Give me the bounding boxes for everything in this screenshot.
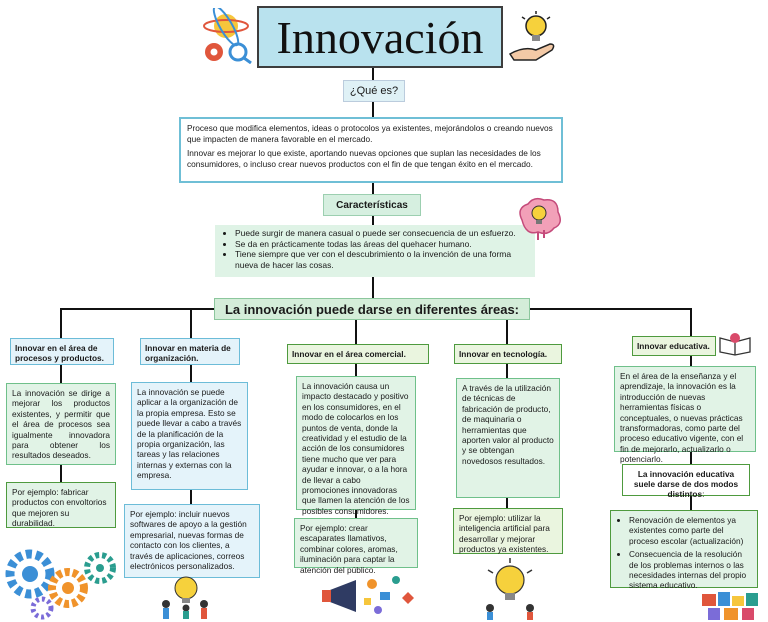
connector-que-def [372, 102, 374, 117]
educativa-modes-list: Renovación de elementos ya existentes co… [610, 510, 758, 591]
educativa-modes-title-text: La innovación educativa suele darse de d… [633, 469, 739, 499]
connector-features-areas [372, 277, 374, 298]
connector-tecnologia-body [506, 364, 508, 378]
educativa-body: En el área de la enseñanza y el aprendiz… [614, 366, 756, 464]
tecnologia-body: A través de la utilización de técnicas d… [456, 378, 560, 498]
branch-procesos [60, 308, 62, 338]
procesos-header: Innovar en el área de procesos y product… [10, 338, 114, 365]
connector-educativa-modes-title [690, 452, 692, 464]
connector-organizacion-example [190, 490, 192, 504]
connector-tecnologia-example [506, 498, 508, 508]
caracteristicas-label: Características [323, 194, 421, 216]
caracteristicas-list: Puede surgir de manera casual o puede se… [215, 225, 535, 277]
connector-procesos-example [60, 465, 62, 482]
brain-lightbulb-icon [519, 197, 561, 240]
connector-organizacion-body [190, 365, 192, 382]
definition-paragraph-1: Proceso que modifica elementos, ideas o … [187, 123, 553, 144]
technology-lightbulb-icon [486, 558, 534, 620]
definition-paragraph-2: Innovar es mejorar lo que existe, aporta… [187, 148, 541, 169]
connector-comercial-example [355, 510, 357, 518]
educativa-modes-title: La innovación educativa suele darse de d… [622, 464, 750, 499]
procesos-example: Por ejemplo: fabricar productos con envo… [6, 482, 116, 528]
que-es-label: ¿Qué es? [343, 80, 405, 102]
branch-tecnologia [506, 308, 508, 344]
branch-comercial [355, 318, 357, 344]
megaphone-icon [322, 576, 414, 614]
people-lightbulb-icon [162, 576, 208, 619]
comercial-example: Por ejemplo: crear escaparates llamativo… [294, 518, 418, 575]
educativa-header: Innovar educativa. [632, 336, 716, 356]
connector-educativa-modes [690, 496, 692, 510]
gears-illustration-icon [5, 549, 116, 620]
connector-procesos-body [60, 365, 62, 383]
areas-title: La innovación puede darse en diferentes … [214, 298, 530, 320]
educativa-mode-item: Consecuencia de la resolución de los pro… [629, 549, 752, 591]
branch-organizacion [190, 308, 192, 338]
hand-lightbulb-icon [508, 11, 555, 61]
caracteristica-item: Tiene siempre que ver con el descubrimie… [235, 249, 531, 270]
procesos-body: La innovación se dirige a mejorar los pr… [6, 383, 116, 465]
comercial-header: Innovar en el área comercial. [287, 344, 429, 364]
connector-educativa-body [690, 356, 692, 366]
organizacion-example: Por ejemplo: incluir nuevos softwares de… [124, 504, 260, 578]
page-title: Innovación [257, 6, 503, 68]
comercial-body: La innovación causa un impacto destacado… [296, 376, 416, 516]
tecnologia-header: Innovar en tecnología. [454, 344, 562, 364]
caracteristica-item: Se da en prácticamente todas las áreas d… [235, 239, 531, 250]
education-collage-icon [702, 592, 758, 620]
educativa-mode-item: Renovación de elementos ya existentes co… [629, 515, 752, 546]
gear-lightbulb-icon [203, 8, 252, 64]
branch-educativa [690, 308, 692, 336]
definition-box: Proceso que modifica elementos, ideas o … [179, 117, 563, 183]
educativa-modes-title-suffix: : [702, 489, 705, 499]
connector-def-car [372, 183, 374, 194]
connector-title-que [372, 68, 374, 80]
connector-car-features [372, 216, 374, 225]
tecnologia-example: Por ejemplo: utilizar la inteligencia ar… [453, 508, 563, 554]
organizacion-header: Innovar en materia de organización. [140, 338, 240, 365]
caracteristica-item: Puede surgir de manera casual o puede se… [235, 228, 531, 239]
organizacion-body: La innovación se puede aplicar a la orga… [131, 382, 248, 490]
connector-comercial-body [355, 364, 357, 376]
book-icon [719, 333, 751, 356]
